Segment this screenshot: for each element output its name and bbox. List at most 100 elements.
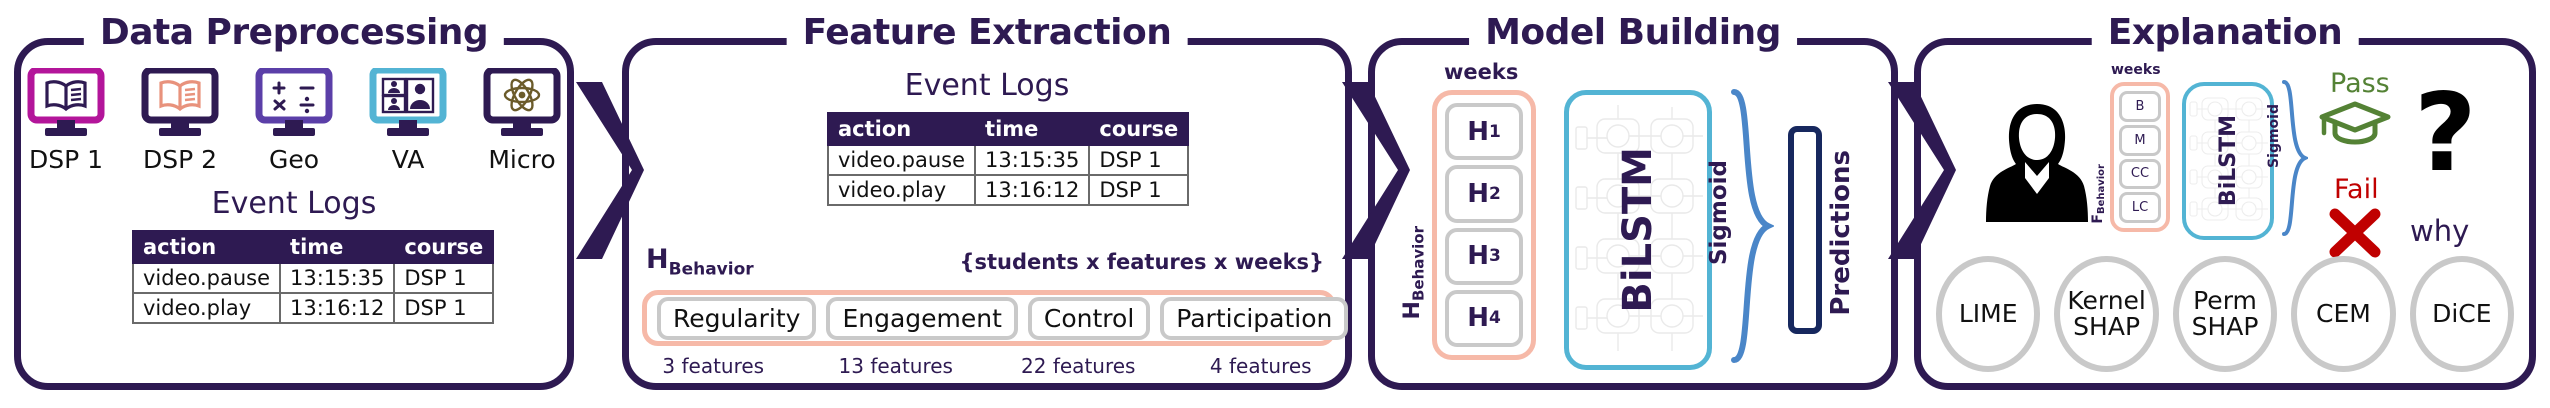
course-label: Geo <box>268 145 320 174</box>
h-index: 3 <box>1488 246 1501 267</box>
bilstm-block[interactable]: BiLSTM <box>2182 82 2274 240</box>
feature-count-participation: 4 features <box>1209 354 1312 378</box>
f-behavior-label: FBehavior <box>2090 164 2107 224</box>
cross-x-icon <box>2329 208 2381 258</box>
bilstm-label: BiLSTM <box>2215 115 2241 207</box>
xai-method-lime[interactable]: LIME <box>1936 256 2041 372</box>
feature-cell-m[interactable]: M <box>2119 124 2161 156</box>
h-behavior-symbol: H <box>1400 301 1425 320</box>
panel-data-preprocessing: Data Preprocessing <box>14 12 574 390</box>
feature-cell-b[interactable]: B <box>2119 91 2161 122</box>
fail-label: Fail <box>2334 174 2379 205</box>
flow-arrow-1 <box>572 78 644 263</box>
panel-title-model-building: Model Building <box>1469 12 1797 53</box>
cell-time: 13:16:12 <box>974 174 1091 206</box>
h-index: 2 <box>1488 183 1501 204</box>
column-header-time: time <box>974 112 1091 146</box>
feature-group-participation[interactable]: Participation <box>1160 296 1349 340</box>
sigmoid-brace-icon <box>1731 89 1774 363</box>
event-logs-title: Event Logs <box>904 68 1070 103</box>
h-symbol: H <box>1467 116 1489 147</box>
f-behavior-subscript: Behavior <box>2095 164 2107 215</box>
panel-title-feature-extraction: Feature Extraction <box>786 12 1188 53</box>
cell-action: video.pause <box>826 144 977 176</box>
feature-count-control: 22 features <box>1021 354 1136 378</box>
f-behavior-symbol: F <box>2090 214 2106 224</box>
h-behavior-subscript: Behavior <box>668 259 754 280</box>
course-icon-micro[interactable]: Micro <box>474 68 570 174</box>
xai-method-dice[interactable]: DiCE <box>2409 256 2515 372</box>
cell-action: video.play <box>131 292 282 324</box>
event-logs-table: action time course video.pause 13:15:35 … <box>826 112 1190 206</box>
bilstm-block[interactable]: BiLSTM <box>1564 90 1712 370</box>
cell-course: DSP 1 <box>393 262 495 294</box>
table-header-row: action time course <box>826 112 1190 146</box>
question-mark-icon: ? <box>2414 71 2477 196</box>
cell-time: 13:16:12 <box>279 292 396 324</box>
feature-count-engagement: 13 features <box>838 354 953 378</box>
feature-counts-row: 3 features 13 features 22 features 4 fea… <box>622 354 1352 378</box>
weeks-label: weeks <box>2111 62 2161 78</box>
table-row: video.pause 13:15:35 DSP 1 <box>826 144 1190 176</box>
xai-methods-row: LIME Kernel SHAP Perm SHAP CEM DiCE <box>1936 256 2515 372</box>
column-header-course: course <box>1088 112 1190 146</box>
h-index: 4 <box>1488 308 1501 329</box>
feature-group-regularity[interactable]: Regularity <box>657 296 817 340</box>
flow-arrow-2 <box>1338 78 1410 263</box>
xai-method-kernel-shap[interactable]: Kernel SHAP <box>2054 256 2159 372</box>
course-icon-dsp1[interactable]: DSP 1 <box>18 68 114 174</box>
feature-cells-band: B M CC LC <box>2110 82 2170 232</box>
sigmoid-label: Sigmoid <box>2266 104 2282 168</box>
course-icon-geo[interactable]: Geo <box>246 68 342 174</box>
pass-label: Pass <box>2330 68 2390 99</box>
cell-action: video.pause <box>131 262 282 294</box>
feature-group-engagement[interactable]: Engagement <box>826 296 1018 340</box>
course-label: Micro <box>488 145 556 174</box>
panel-explanation: Explanation weeks FBehavior B M CC LC <box>1914 12 2536 390</box>
why-label: why <box>2410 214 2470 248</box>
sigmoid-brace-icon <box>2282 80 2308 236</box>
monitor-book-icon <box>27 68 105 140</box>
panel-title-data-preprocessing: Data Preprocessing <box>83 12 505 53</box>
course-icon-va[interactable]: VA <box>360 68 456 174</box>
sigmoid-label: Sigmoid <box>1706 160 1732 266</box>
h-symbol: H <box>1467 241 1489 272</box>
h-behavior-symbol: H <box>646 244 669 275</box>
table-row: video.play 13:16:12 DSP 1 <box>826 174 1190 206</box>
cell-time: 13:15:35 <box>279 262 396 294</box>
flow-arrow-3 <box>1884 78 1956 263</box>
feature-group-control[interactable]: Control <box>1027 296 1151 340</box>
column-header-action: action <box>131 230 282 264</box>
predictions-label: Predictions <box>1826 150 1856 316</box>
feature-cell-cc[interactable]: CC <box>2119 158 2161 190</box>
course-label: DSP 1 <box>28 145 104 174</box>
stakeholder-person-icon <box>1986 104 2088 222</box>
course-icons-row: DSP 1 DSP <box>14 68 574 174</box>
column-header-action: action <box>826 112 977 146</box>
event-logs-table: action time course video.pause 13:15:35 … <box>131 230 495 324</box>
weeks-label: weeks <box>1444 60 1519 84</box>
cell-course: DSP 1 <box>393 292 495 324</box>
monitor-atom-icon <box>483 68 561 140</box>
feature-cell-lc[interactable]: LC <box>2119 192 2161 223</box>
bilstm-label: BiLSTM <box>1615 147 1661 313</box>
xai-method-cem[interactable]: CEM <box>2291 256 2396 372</box>
h-index: 1 <box>1488 121 1501 142</box>
feature-groups-band: Regularity Engagement Control Participat… <box>642 290 1349 346</box>
h-symbol: H <box>1467 303 1489 334</box>
xai-method-perm-shap[interactable]: Perm SHAP <box>2172 256 2278 372</box>
column-header-course: course <box>393 230 495 264</box>
panel-title-explanation: Explanation <box>2091 12 2359 53</box>
graduation-cap-icon <box>2319 101 2391 145</box>
tensor-dims-label: {students x features x weeks} <box>959 250 1324 274</box>
feature-count-regularity: 3 features <box>662 354 765 378</box>
cell-course: DSP 1 <box>1088 144 1190 176</box>
table-row: video.pause 13:15:35 DSP 1 <box>131 262 495 294</box>
course-icon-dsp2[interactable]: DSP 2 <box>132 68 228 174</box>
cell-action: video.play <box>826 174 977 206</box>
